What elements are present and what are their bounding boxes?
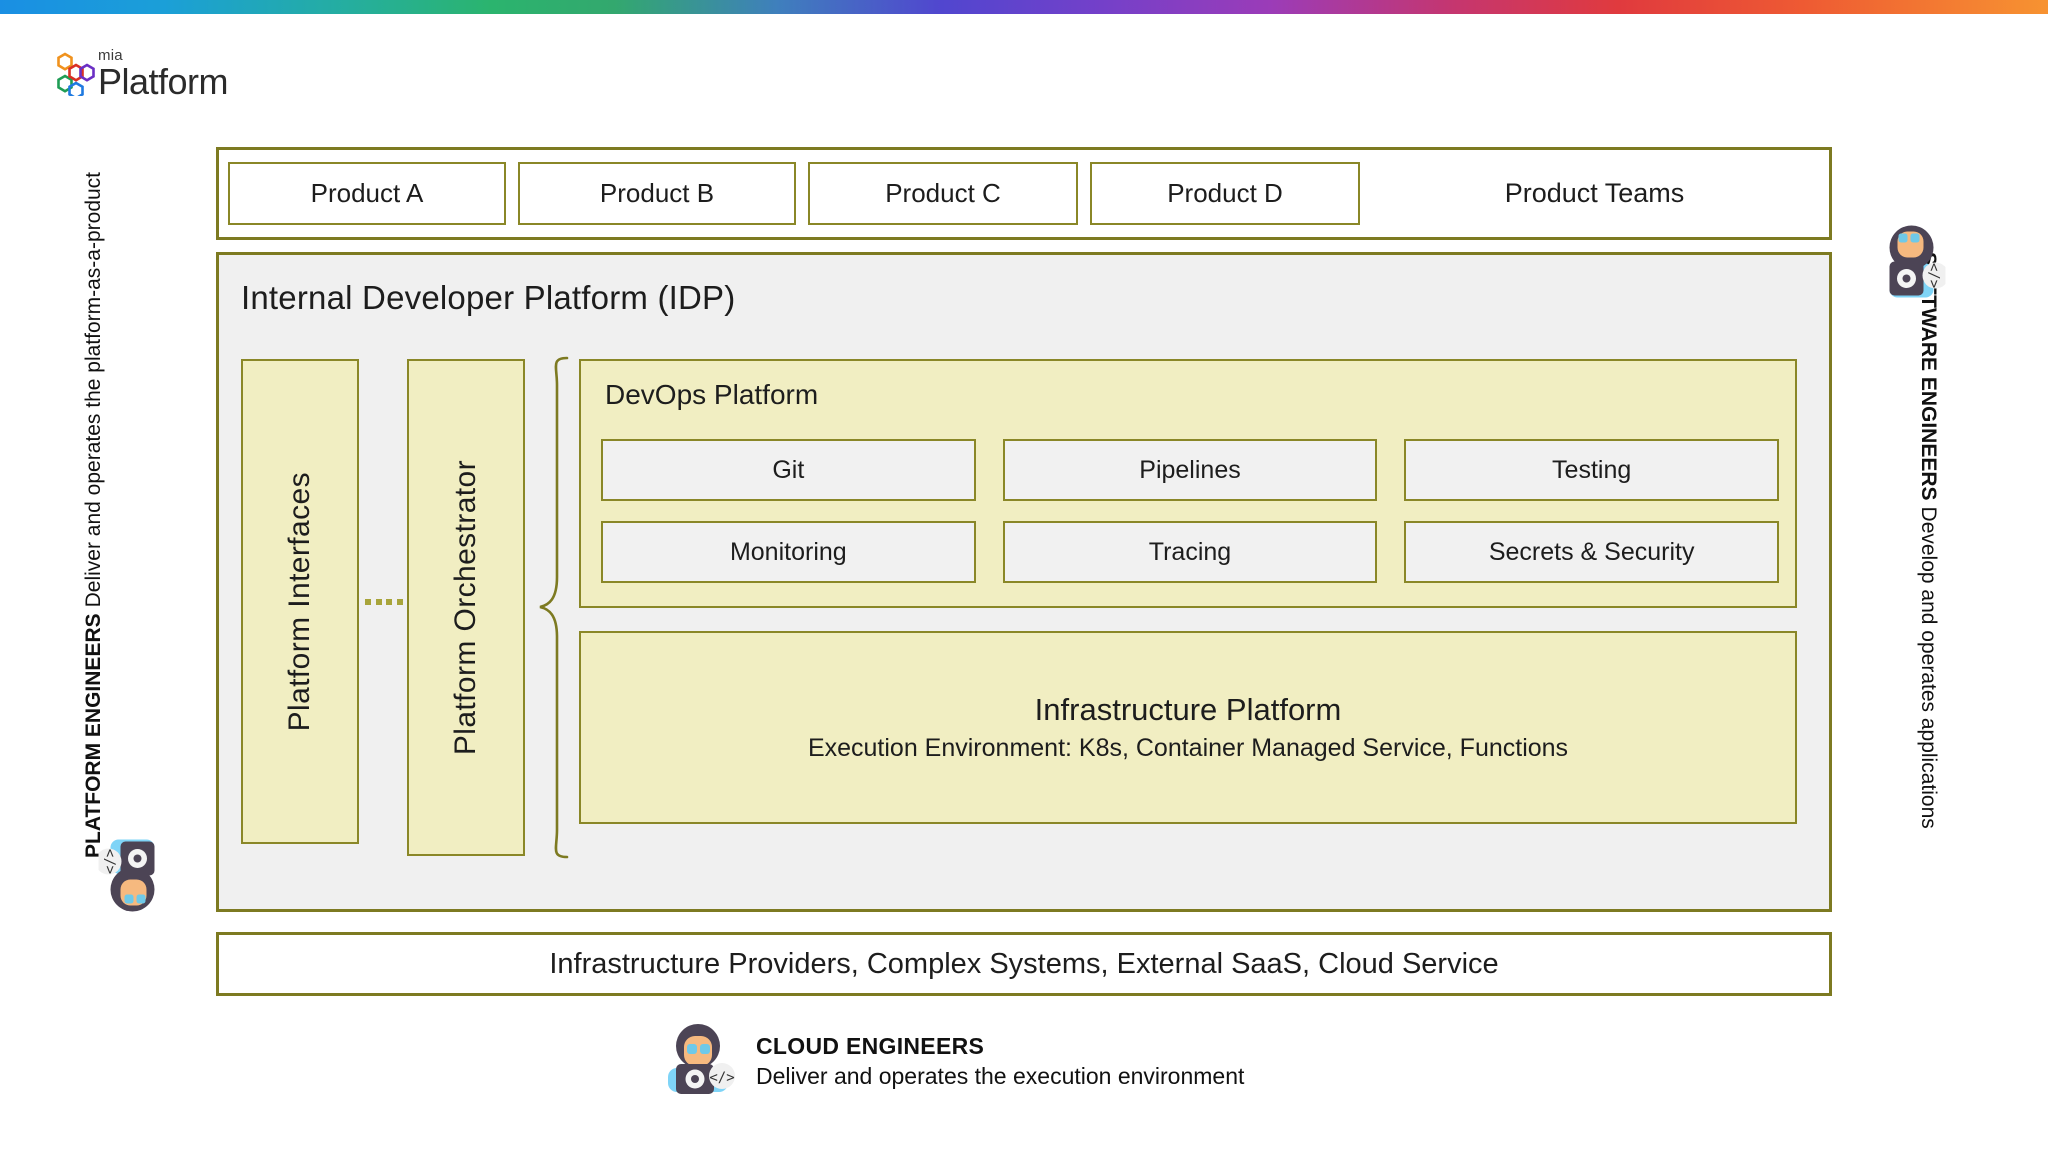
devops-cell-testing[interactable]: Testing bbox=[1404, 439, 1779, 501]
curly-brace-icon bbox=[537, 355, 571, 860]
devops-cell-monitoring[interactable]: Monitoring bbox=[601, 521, 976, 583]
platform-orchestrator-label: Platform Orchestrator bbox=[449, 459, 482, 756]
product-box-a[interactable]: Product A bbox=[228, 162, 506, 225]
top-gradient-bar bbox=[0, 0, 2048, 14]
engineer-avatar-icon: </> bbox=[95, 832, 186, 920]
infrastructure-platform-subtitle: Execution Environment: K8s, Container Ma… bbox=[807, 734, 1569, 762]
platform-engineers-title: PLATFORM ENGINEERS bbox=[82, 613, 105, 858]
platform-engineers-label: PLATFORM ENGINEERS Deliver and operates … bbox=[82, 172, 106, 858]
devops-capability-grid: Git Pipelines Testing Monitoring Tracing… bbox=[601, 439, 1779, 583]
cloud-engineers-description: Deliver and operates the execution envir… bbox=[756, 1063, 1245, 1089]
logo-platform-text: Platform bbox=[98, 61, 229, 102]
product-box-b[interactable]: Product B bbox=[518, 162, 796, 225]
devops-platform-title: DevOps Platform bbox=[605, 379, 819, 410]
mia-platform-logo: mia Platform bbox=[56, 47, 246, 102]
infrastructure-providers-bar: Infrastructure Providers, Complex System… bbox=[216, 932, 1832, 996]
software-engineers-description: Develop and operates applications bbox=[1917, 506, 1940, 829]
engineer-avatar-icon: </> bbox=[1859, 218, 1949, 306]
internal-developer-platform-panel: Internal Developer Platform (IDP) Platfo… bbox=[216, 252, 1832, 912]
cloud-engineers-text: CLOUD ENGINEERS Deliver and operates the… bbox=[756, 1033, 1244, 1090]
software-engineers-label: SOFTWARE ENGINEERS Develop and operates … bbox=[1916, 252, 1940, 829]
cloud-engineers-title: CLOUD ENGINEERS bbox=[756, 1033, 985, 1059]
svg-text:</>: </> bbox=[103, 849, 119, 874]
product-teams-row: Product A Product B Product C Product D … bbox=[216, 147, 1832, 240]
product-box-d[interactable]: Product D bbox=[1090, 162, 1360, 225]
product-box-c[interactable]: Product C bbox=[808, 162, 1078, 225]
product-teams-label: Product Teams bbox=[1504, 178, 1685, 208]
engineer-avatar-icon: </> bbox=[660, 1020, 742, 1103]
logo-mia-text: mia bbox=[98, 47, 123, 64]
infrastructure-platform-title: Infrastructure Platform bbox=[1034, 692, 1342, 727]
idp-title: Internal Developer Platform (IDP) bbox=[241, 279, 736, 316]
svg-text:</>: </> bbox=[709, 1070, 734, 1086]
platform-interfaces-box[interactable]: Platform Interfaces bbox=[241, 359, 359, 844]
infrastructure-platform-panel: Infrastructure Platform Execution Enviro… bbox=[579, 631, 1797, 824]
svg-text:</>: </> bbox=[1926, 263, 1942, 288]
cloud-engineers-legend: </> CLOUD ENGINEERS Deliver and operates… bbox=[660, 1020, 1244, 1103]
platform-engineers-description: Deliver and operates the platform-as-a-p… bbox=[82, 171, 105, 608]
platform-interfaces-label: Platform Interfaces bbox=[283, 471, 316, 732]
devops-cell-git[interactable]: Git bbox=[601, 439, 976, 501]
logo-wordmark: mia Platform bbox=[98, 47, 229, 102]
hexagon-cluster-icon bbox=[56, 52, 96, 101]
dotted-connector bbox=[365, 598, 403, 605]
devops-cell-pipelines[interactable]: Pipelines bbox=[1002, 439, 1378, 501]
devops-cell-tracing[interactable]: Tracing bbox=[1002, 521, 1378, 583]
devops-cell-secrets-security[interactable]: Secrets & Security bbox=[1404, 521, 1779, 583]
platform-orchestrator-box[interactable]: Platform Orchestrator bbox=[407, 359, 525, 856]
devops-platform-panel: DevOps Platform Git Pipelines Testing Mo… bbox=[579, 359, 1797, 608]
